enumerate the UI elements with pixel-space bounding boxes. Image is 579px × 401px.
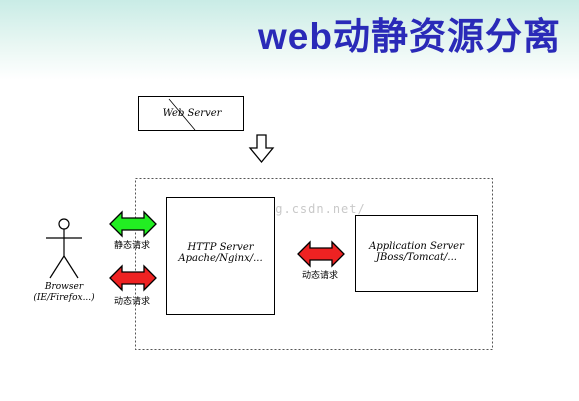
application-server-label-line2: JBoss/Tomcat/... <box>376 252 457 263</box>
static-request-arrow <box>109 210 157 238</box>
dynamic-request-label-right: 动态请求 <box>302 271 339 281</box>
http-server-label: HTTP Server Apache/Nginx/... <box>167 242 274 264</box>
web-server-strike-line <box>168 98 196 131</box>
browser-label: Browser (IE/Firefox...) <box>22 282 106 304</box>
web-server-label: Web Server <box>162 108 222 119</box>
browser-user-icon <box>46 218 82 279</box>
static-request-label: 静态请求 <box>114 241 151 251</box>
browser-label-line2: (IE/Firefox...) <box>33 293 95 303</box>
application-server-box: Application Server JBoss/Tomcat/... <box>355 215 478 292</box>
dynamic-request-label-left: 动态请求 <box>114 297 151 307</box>
application-server-label-line1: Application Server <box>369 241 464 252</box>
http-server-label-line1: HTTP Server <box>187 242 254 253</box>
application-server-label: Application Server JBoss/Tomcat/... <box>356 241 477 263</box>
http-server-label-line2: Apache/Nginx/... <box>178 253 263 264</box>
browser-label-line1: Browser <box>44 282 84 292</box>
dynamic-request-arrow-right <box>297 240 345 268</box>
web-server-box: Web Server <box>138 96 244 131</box>
http-server-box: HTTP Server Apache/Nginx/... <box>166 197 275 315</box>
down-arrow-icon <box>248 134 275 164</box>
slide-title: web动静资源分离 <box>258 16 561 57</box>
dynamic-request-arrow-left <box>109 264 157 292</box>
